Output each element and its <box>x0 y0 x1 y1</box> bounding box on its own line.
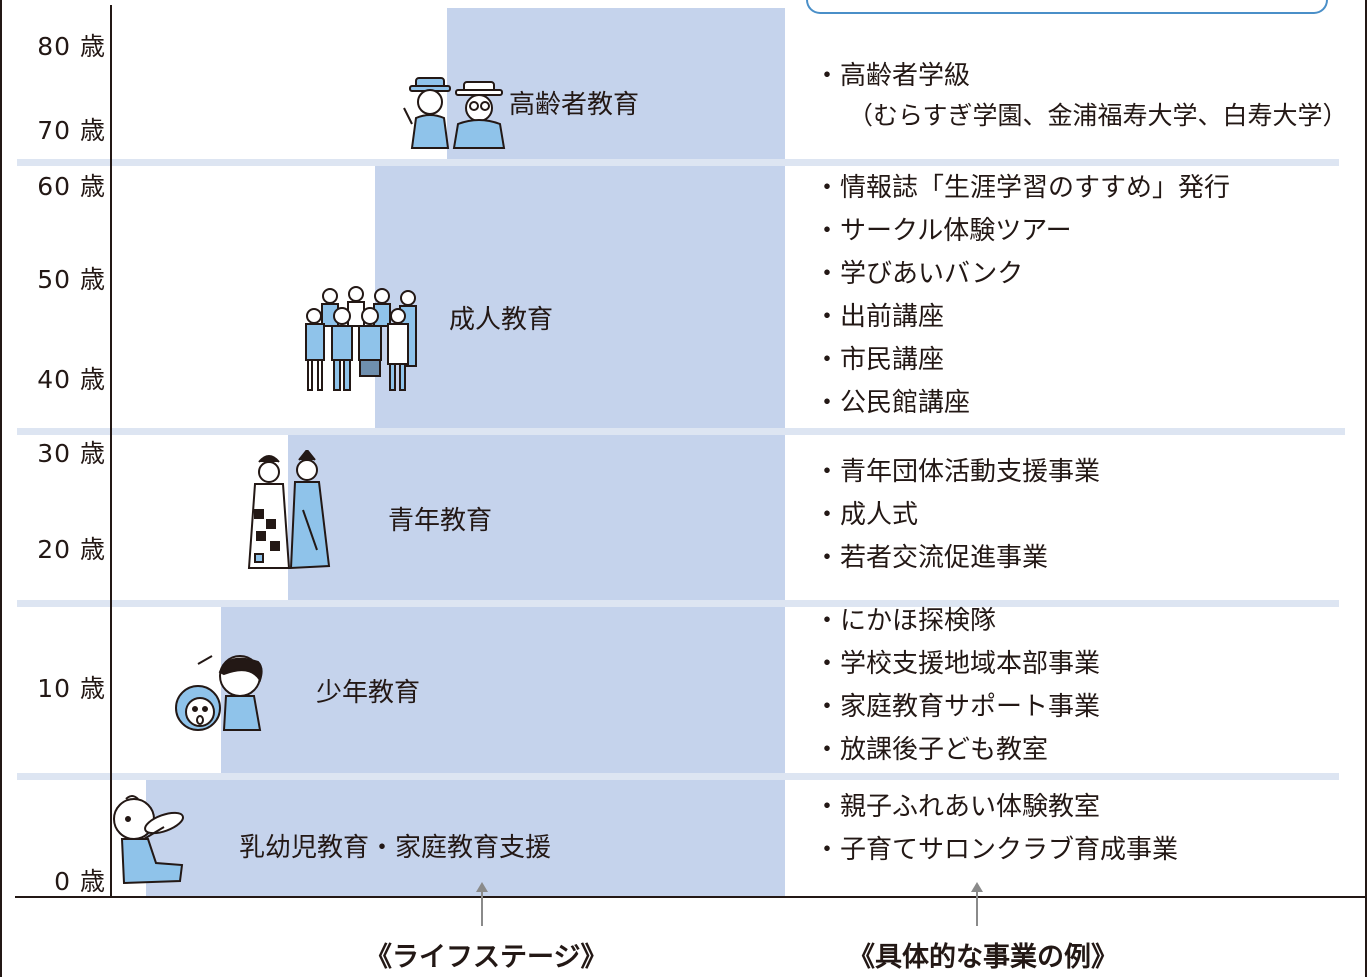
youth-program-list: ・青年団体活動支援事業 ・成人式 ・若者交流促進事業 <box>814 451 1100 580</box>
infant-program-list: ・親子ふれあい体験教室 ・子育てサロンクラブ育成事業 <box>814 786 1178 872</box>
youth-couple-illustration <box>247 450 331 570</box>
age-label: 50 歳 <box>37 265 106 294</box>
elderly-couple-illustration <box>403 77 506 149</box>
adults-group-illustration <box>305 286 417 391</box>
frame-left-border <box>0 0 2 977</box>
frame-right-border <box>1365 0 1367 977</box>
program-item: ・放課後子ども教室 <box>814 735 1049 765</box>
band-juvenile <box>221 607 785 773</box>
elderly-program-list: ・高齢者学級 （むらすぎ学園、金浦福寿大学、白寿大学） <box>814 55 1348 134</box>
program-item: ・子育てサロンクラブ育成事業 <box>814 835 1179 865</box>
program-item: ・学校支援地域本部事業 <box>814 649 1101 679</box>
stage-label-elderly: 高齢者教育 <box>509 90 640 120</box>
program-item: ・情報誌「生涯学習のすすめ」発行 <box>814 173 1231 203</box>
age-label: 10 歳 <box>37 674 106 703</box>
top-rounded-box <box>806 0 1328 14</box>
program-item: ・親子ふれあい体験教室 <box>814 792 1101 822</box>
arrow-line <box>976 890 978 926</box>
arrow-line <box>481 890 483 926</box>
program-examples-caption: 《具体的な事業の例》 <box>848 942 1118 973</box>
program-item: ・成人式 <box>814 500 919 530</box>
baseline-axis <box>15 896 1367 898</box>
program-item: ・青年団体活動支援事業 <box>814 457 1101 487</box>
program-item: ・学びあいバンク <box>814 259 1024 289</box>
age-label: 70 歳 <box>37 116 106 145</box>
program-item-note: （むらすぎ学園、金浦福寿大学、白寿大学） <box>848 101 1348 130</box>
program-item: ・にかほ探検隊 <box>814 606 997 636</box>
adult-program-list: ・情報誌「生涯学習のすすめ」発行 ・サークル体験ツアー ・学びあいバンク ・出前… <box>814 167 1230 425</box>
separator-line <box>17 159 1339 166</box>
program-item: ・家庭教育サポート事業 <box>814 692 1101 722</box>
separator-line <box>17 773 1339 780</box>
age-label: 20 歳 <box>37 535 106 564</box>
age-label: 80 歳 <box>37 32 106 61</box>
age-label: 60 歳 <box>37 172 106 201</box>
separator-line <box>17 600 1339 607</box>
life-stage-caption: 《ライフステージ》 <box>365 942 608 973</box>
baby-illustration <box>113 795 184 885</box>
program-item: ・出前講座 <box>814 302 945 332</box>
band-elderly <box>447 8 785 159</box>
band-youth <box>288 435 785 600</box>
band-adult <box>375 166 785 428</box>
program-item: ・サークル体験ツアー <box>814 216 1072 246</box>
stage-label-infant: 乳幼児教育・家庭教育支援 <box>239 833 552 863</box>
program-item: ・公民館講座 <box>814 388 971 418</box>
age-label: 0 歳 <box>54 867 106 896</box>
stage-label-juvenile: 少年教育 <box>316 678 421 708</box>
band-infant <box>146 780 785 896</box>
up-arrow-icon <box>476 882 488 892</box>
separator-line <box>17 428 1345 435</box>
stage-label-adult: 成人教育 <box>449 305 554 335</box>
juvenile-program-list: ・にかほ探検隊 ・学校支援地域本部事業 ・家庭教育サポート事業 ・放課後子ども教… <box>814 600 1100 772</box>
age-label: 40 歳 <box>37 365 106 394</box>
program-item: ・高齢者学級 <box>814 61 971 91</box>
stage-label-youth: 青年教育 <box>388 506 493 536</box>
age-axis <box>110 5 112 897</box>
program-item: ・若者交流促進事業 <box>814 543 1049 573</box>
age-label: 30 歳 <box>37 439 106 468</box>
up-arrow-icon <box>971 882 983 892</box>
children-illustration <box>175 655 263 731</box>
program-item: ・市民講座 <box>814 345 945 375</box>
